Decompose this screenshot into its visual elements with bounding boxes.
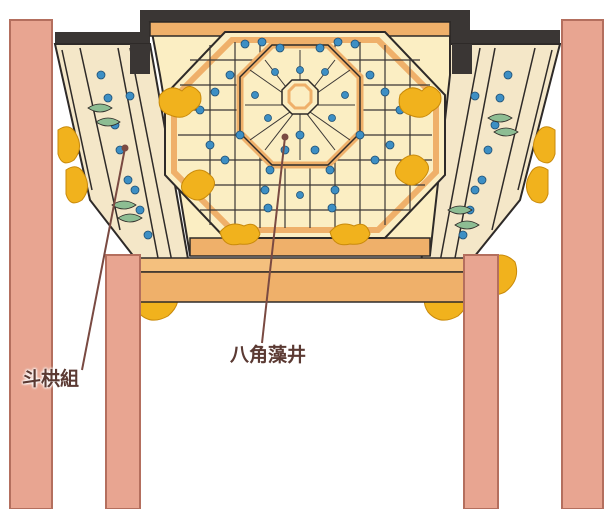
label-octagonal-coffered-ceiling: 八角藻井	[230, 344, 307, 366]
left-inner-pillar	[105, 254, 141, 509]
inner-octagon	[236, 41, 364, 169]
right-outer-pillar	[561, 19, 604, 509]
right-inner-pillar	[463, 254, 499, 509]
roof-frame	[55, 10, 560, 44]
leader-line-bracket	[81, 147, 126, 371]
label-bracket-set: 斗栱組	[22, 368, 80, 390]
green-leaf-motifs	[87, 103, 519, 230]
lintel-beam	[137, 257, 481, 303]
left-outer-pillar	[9, 19, 53, 509]
callout-leader-lines	[81, 133, 289, 371]
leader-line-ceiling	[261, 136, 286, 344]
